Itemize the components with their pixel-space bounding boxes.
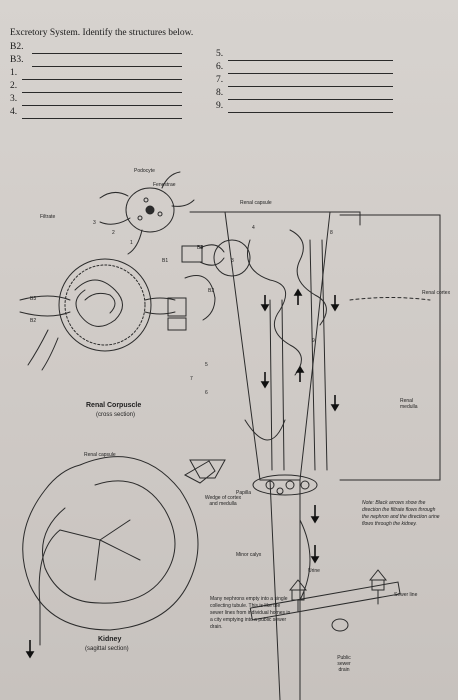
answer-line-9[interactable] [228, 112, 393, 113]
label-podocyte: Podocyte [134, 168, 155, 174]
label-minor-calyx: Minor calyx [236, 552, 262, 558]
worksheet-title: Excretory System. Identify the structure… [10, 28, 194, 38]
label-renal-corpuscle: Renal Corpuscle [86, 402, 142, 409]
label-wedge: Wedge of cortex and medulla [204, 495, 242, 507]
label-num-6: 6 [205, 390, 208, 396]
label-num-1: 1 [130, 240, 133, 246]
blank-label-6: 6. [216, 62, 224, 72]
blank-label-5: 5. [216, 49, 224, 59]
label-kidney: Kidney [98, 636, 122, 643]
label-num-4: 4 [252, 225, 255, 231]
cortex-medulla-band [339, 214, 441, 481]
label-num-3: 3 [93, 220, 96, 226]
answer-line-1[interactable] [22, 79, 182, 80]
label-num-7: 7 [190, 376, 193, 382]
label-b2-left: B2 [30, 318, 37, 324]
label-renal-capsule-top: Renal capsule [240, 200, 272, 206]
answer-line-5[interactable] [228, 60, 393, 61]
label-renal-cortex: Renal cortex [422, 290, 451, 296]
label-urine: Urine [308, 568, 320, 574]
blank-label-7: 7. [216, 75, 224, 85]
label-num-2: 2 [112, 230, 115, 236]
label-num-5: 5 [205, 362, 208, 368]
blank-label-8: 8. [216, 88, 224, 98]
label-sagittal: (sagittal section) [85, 646, 129, 652]
podocyte-drawing [99, 171, 195, 255]
wedge-drawing [189, 211, 361, 700]
label-b3-mid: B3 [197, 245, 204, 251]
label-b2-mid: B2 [208, 288, 215, 294]
label-num-8: 8 [330, 230, 333, 236]
label-renal-capsule-kidney: Renal capsule [84, 452, 116, 458]
blank-label-4: 4. [10, 107, 18, 117]
label-fenestrae: Fenestrae [153, 182, 176, 188]
label-public-sewer-drain: Public sewer drain [337, 655, 351, 673]
renal-corpuscle-drawing [19, 258, 216, 371]
blank-label-9: 9. [216, 101, 224, 111]
blank-label-2: 2. [10, 81, 18, 91]
label-b3-left: B3 [30, 296, 37, 302]
label-cross-section: (cross section) [96, 412, 136, 418]
blank-label-b3: B3. [10, 55, 24, 65]
blank-label-3: 3. [10, 94, 18, 104]
answer-line-8[interactable] [228, 99, 393, 100]
answer-line-7[interactable] [228, 86, 393, 87]
answer-line-b3[interactable] [32, 66, 182, 67]
flow-direction-note: Note: Black arrows show the direction th… [362, 500, 440, 527]
label-sewer-line: Sewer line [394, 592, 418, 598]
nephron-sewer-analogy: Many nephrons empty into a single collec… [210, 596, 291, 630]
label-papilla: Papilla [236, 490, 252, 496]
answer-line-3[interactable] [22, 105, 182, 106]
label-num-9: 9 [312, 338, 315, 344]
blank-label-1: 1. [10, 68, 18, 78]
label-b1: B1 [162, 258, 169, 264]
glomerulus-drawing [181, 239, 251, 277]
label-num-3b: 3 [231, 258, 234, 264]
kidney-drawing [22, 456, 216, 646]
answer-line-b2[interactable] [32, 53, 182, 54]
answer-line-6[interactable] [228, 73, 393, 74]
label-renal-medulla: Renal medulla [400, 398, 418, 410]
answer-line-2[interactable] [22, 92, 182, 93]
blank-label-b2: B2. [10, 42, 24, 52]
sewer-drawing [249, 569, 401, 632]
label-filtrate: Filtrate [40, 214, 56, 220]
answer-line-4[interactable] [22, 118, 182, 119]
